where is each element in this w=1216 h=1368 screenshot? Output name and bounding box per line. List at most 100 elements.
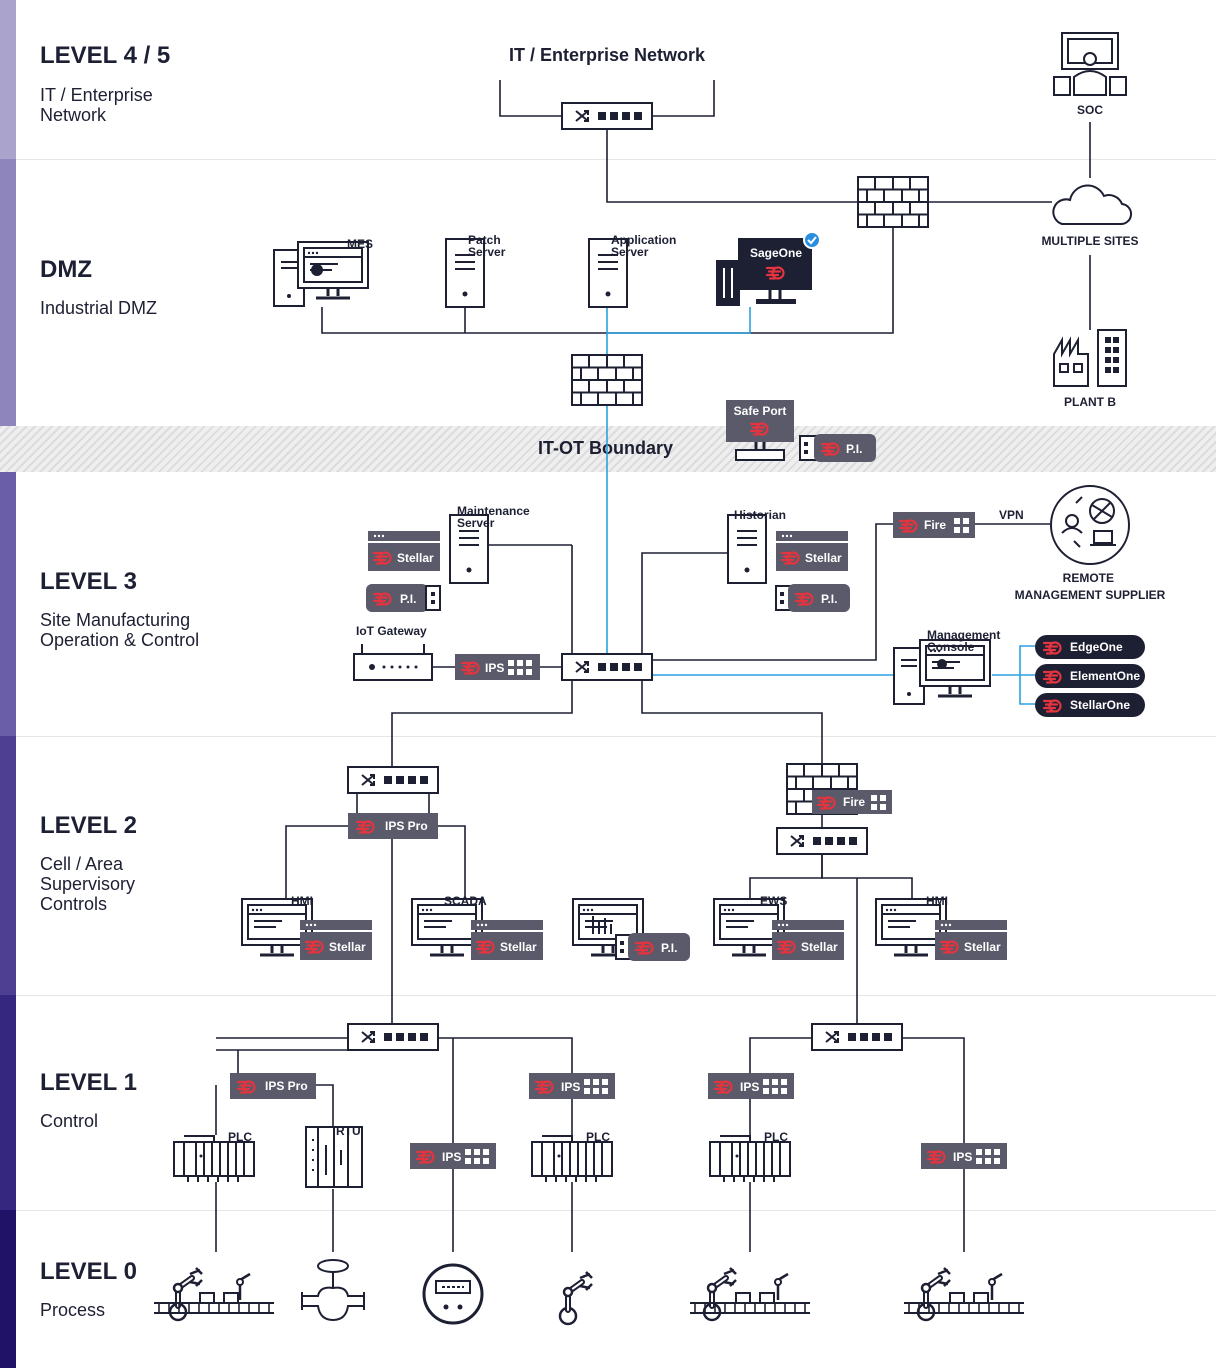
iot-gateway-icon xyxy=(353,644,433,681)
rtu-label: RTU xyxy=(336,1124,361,1138)
level-subtitle-3: Site Manufacturing Operation & Control xyxy=(40,610,200,650)
historian-icon xyxy=(727,514,767,584)
level1-right-switch-icon xyxy=(811,1023,903,1051)
band-level-4-5 xyxy=(0,0,1216,160)
valve-icon xyxy=(301,1259,365,1322)
level1-ips-pro-label: IPS Pro xyxy=(265,1079,308,1093)
level1-ips-far-label: IPS xyxy=(953,1150,972,1164)
level-stripe-0 xyxy=(0,1210,16,1368)
boundary-pi-badge: P.I. xyxy=(799,434,876,462)
safe-port-label: Safe Port xyxy=(734,404,787,418)
application-server-label-line-2: Server xyxy=(611,245,649,259)
level-stripe-2 xyxy=(0,736,16,995)
level-title-0: LEVEL 0 xyxy=(40,1258,137,1285)
hmi-left-stellar-badge: Stellar xyxy=(300,920,372,960)
it-ot-boundary-label: IT-OT Boundary xyxy=(538,438,673,458)
hmi-right-label: HMI xyxy=(926,894,948,908)
dmz-firewall-icon xyxy=(571,354,643,406)
edgeone-badge: EdgeOne xyxy=(1035,635,1145,659)
production-line-far-icon xyxy=(903,1268,1025,1320)
historian-stellar-label: Stellar xyxy=(805,551,842,565)
mes-icon xyxy=(273,240,370,307)
level2-ips-pro-badge: IPS Pro xyxy=(348,813,438,839)
iot-gateway-label: IoT Gateway xyxy=(356,624,427,638)
management-console-label-line-1: Management xyxy=(927,628,1000,642)
maintenance-pi-label: P.I. xyxy=(400,592,416,606)
robot-arm-icon xyxy=(560,1272,592,1324)
historian-pi-badge: P.I. xyxy=(775,584,850,612)
level-title-2: LEVEL 2 xyxy=(40,812,137,839)
level-title-3: LEVEL 3 xyxy=(40,568,137,595)
historian-label: Historian xyxy=(734,508,786,522)
level-subtitle-0: Process xyxy=(40,1300,106,1320)
hmi-right-stellar-label: Stellar xyxy=(964,940,1001,954)
patch-server-label-line-1: Patch xyxy=(468,233,501,247)
management-console-label: Management Console xyxy=(927,628,1004,654)
sageone-label: SageOne xyxy=(750,246,802,260)
safe-port-icon xyxy=(726,400,794,461)
level2-left-switch-icon xyxy=(347,766,439,794)
level-title-4-5: LEVEL 4 / 5 xyxy=(40,42,171,69)
meter-icon xyxy=(422,1263,484,1325)
firewall-icon xyxy=(857,176,929,228)
stellarone-label: StellarOne xyxy=(1070,698,1130,712)
it-network-label: IT / Enterprise Network xyxy=(509,45,706,65)
level3-ips-label: IPS xyxy=(485,661,504,675)
remote-supplier-label-line-2: MANAGEMENT SUPPLIER xyxy=(1015,588,1166,602)
level-subtitle-4-5: IT / Enterprise Network xyxy=(40,85,153,125)
level1-ips-center-label: IPS xyxy=(442,1150,461,1164)
it-ot-boundary-band xyxy=(0,426,1216,472)
maintenance-server-label-line-1: Maintenance xyxy=(457,504,530,518)
level-title-dmz: DMZ xyxy=(40,256,92,283)
mes-label: MES xyxy=(347,237,373,251)
level1-ips-right-badge: IPS xyxy=(708,1073,794,1099)
sageone-icon xyxy=(716,231,821,306)
plc-left-label: PLC xyxy=(228,1130,252,1144)
level2-pi-label: P.I. xyxy=(661,941,677,955)
remote-supplier-icon xyxy=(1050,485,1130,565)
level1-ips-mid-label: IPS xyxy=(561,1080,580,1094)
boundary-pi-label: P.I. xyxy=(846,442,862,456)
level-stripe-1 xyxy=(0,995,16,1210)
edgeone-label: EdgeOne xyxy=(1070,640,1123,654)
patch-server-label: Patch Server xyxy=(468,233,506,259)
management-console-icon xyxy=(893,638,992,705)
level2-pi-badge: P.I. xyxy=(615,933,690,961)
historian-pi-label: P.I. xyxy=(821,592,837,606)
elementone-badge: ElementOne xyxy=(1035,664,1145,688)
level2-fire-label: Fire xyxy=(843,795,865,809)
ews-stellar-label: Stellar xyxy=(801,940,838,954)
historian-stellar-badge: Stellar xyxy=(776,531,848,571)
remote-supplier-label: REMOTE MANAGEMENT SUPPLIER xyxy=(1015,571,1166,602)
level-subtitle-dmz: Industrial DMZ xyxy=(40,298,158,318)
patch-server-label-line-2: Server xyxy=(468,245,506,259)
plc-mid-label: PLC xyxy=(586,1130,610,1144)
cloud-icon xyxy=(1052,184,1132,226)
level1-left-switch-icon xyxy=(347,1023,439,1051)
level1-ips-pro-badge: IPS Pro xyxy=(230,1073,316,1099)
level-title-1: LEVEL 1 xyxy=(40,1069,137,1096)
enterprise-switch-icon xyxy=(561,102,653,130)
level-subtitle-2: Cell / Area Supervisory Controls xyxy=(40,854,136,914)
level1-ips-center-badge: IPS xyxy=(410,1143,496,1169)
factory-icon xyxy=(1053,329,1127,387)
band-level-2 xyxy=(0,736,1216,996)
soc-label: SOC xyxy=(1077,103,1103,117)
level3-fire-label: Fire xyxy=(924,518,946,532)
level3-ips-badge: IPS xyxy=(455,654,540,680)
ews-stellar-badge: Stellar xyxy=(772,920,844,960)
hmi-right-stellar-badge: Stellar xyxy=(935,920,1007,960)
maintenance-server-label: Maintenance Server xyxy=(457,504,533,530)
bar-chart-icon xyxy=(592,916,612,934)
application-server-label-line-1: Application xyxy=(611,233,676,247)
multiple-sites-label: MULTIPLE SITES xyxy=(1041,234,1138,248)
level2-fire-badge: Fire xyxy=(812,790,892,814)
level3-fire-badge: Fire xyxy=(893,512,975,538)
management-console-label-line-2: Console xyxy=(927,640,975,654)
level-stripe-dmz xyxy=(0,159,16,426)
production-line-icon xyxy=(153,1268,275,1320)
band-level-3 xyxy=(0,472,1216,737)
elementone-label: ElementOne xyxy=(1070,669,1140,683)
level1-ips-far-badge: IPS xyxy=(921,1143,1007,1169)
